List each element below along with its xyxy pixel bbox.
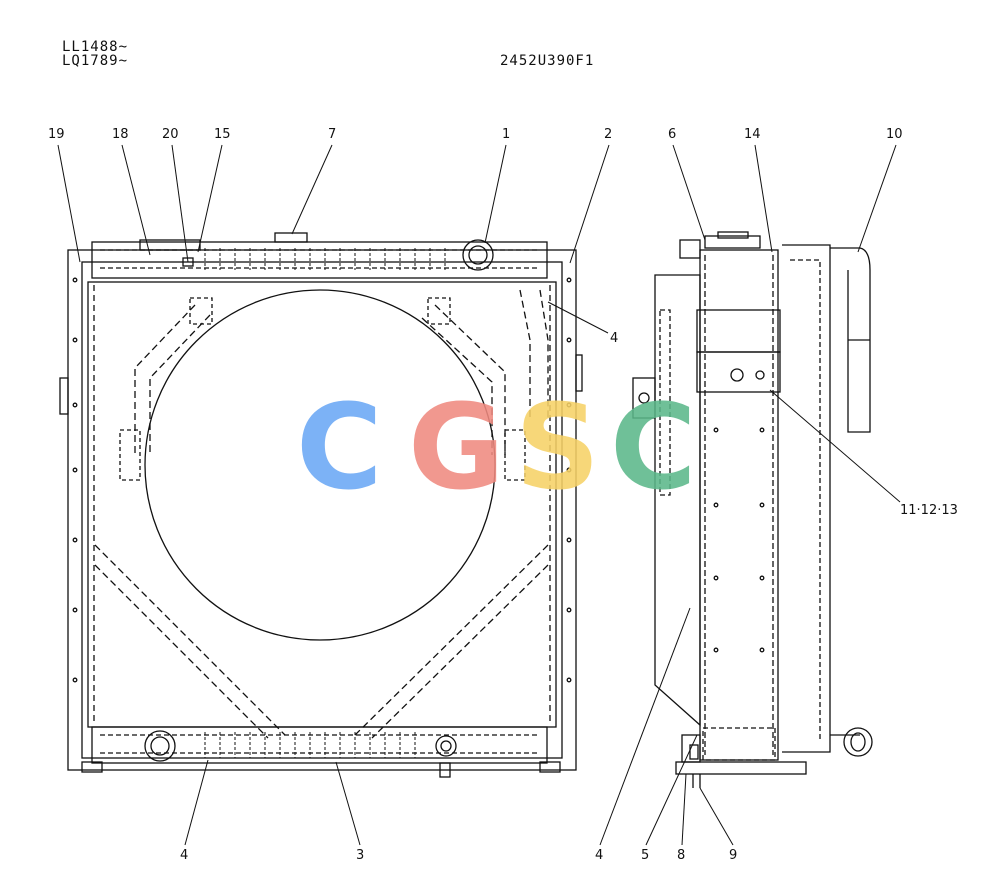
- callout-11-12-13: 11·12·13: [900, 503, 958, 518]
- drawing-number: 2452U390F1: [500, 53, 595, 69]
- watermark-letter-1: C: [296, 378, 383, 516]
- watermark-letter-3: S: [515, 378, 600, 516]
- callout-5: 5: [641, 848, 649, 863]
- callout-4-right: 4: [610, 331, 618, 346]
- bottom-tank: [91, 726, 548, 764]
- mount-bracket: [675, 761, 807, 775]
- callout-9: 9: [729, 848, 737, 863]
- callout-14: 14: [744, 127, 761, 142]
- fan-opening: [144, 289, 496, 641]
- callout-6: 6: [668, 127, 676, 142]
- filler-neck: [274, 232, 308, 243]
- callout-10: 10: [886, 127, 903, 142]
- callout-1: 1: [502, 127, 510, 142]
- serial-range-2: LQ1789~: [62, 53, 129, 69]
- top-tank: [91, 241, 548, 279]
- leader-lines: [57, 144, 901, 846]
- callout-4-side: 4: [595, 848, 603, 863]
- frame-inner: [81, 261, 563, 759]
- callout-15: 15: [214, 127, 231, 142]
- callout-18: 18: [112, 127, 129, 142]
- callout-4-bottom-left: 4: [180, 848, 188, 863]
- watermark: C G S C: [296, 378, 697, 516]
- callout-labels: 19 18 20 15 7 1 2 4 6 14 10 11·12·13 4 3…: [48, 127, 958, 863]
- callout-7: 7: [328, 127, 336, 142]
- callout-2: 2: [604, 127, 612, 142]
- rear-tank: [782, 244, 831, 753]
- callout-8: 8: [677, 848, 685, 863]
- callout-3: 3: [356, 848, 364, 863]
- serial-range-1: LL1488~: [62, 39, 129, 55]
- watermark-letter-2: G: [408, 378, 505, 516]
- upper-hose: [830, 247, 871, 433]
- front-view: [59, 232, 583, 778]
- callout-19: 19: [48, 127, 65, 142]
- side-core: [699, 249, 779, 761]
- upper-outlet: [462, 239, 494, 271]
- watermark-letter-4: C: [610, 378, 697, 516]
- callout-20: 20: [162, 127, 179, 142]
- lower-outlet: [144, 730, 176, 762]
- frame-outline: [67, 249, 577, 771]
- side-view: [632, 231, 873, 788]
